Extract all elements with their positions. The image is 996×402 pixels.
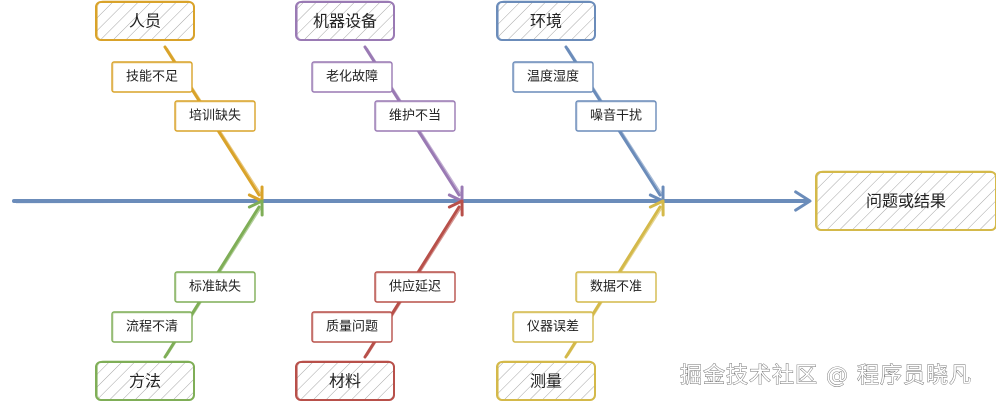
category-label: 机器设备 <box>313 12 377 31</box>
cause-2: 维护不当 <box>374 100 456 132</box>
cause-box-sketch <box>112 312 193 343</box>
effect-label: 问题或结果 <box>866 192 946 211</box>
cause-label: 温度湿度 <box>527 69 579 85</box>
spine-arrowhead <box>794 190 812 212</box>
category-box-fill <box>497 2 595 40</box>
category-box-fill <box>497 362 595 400</box>
category-box <box>95 0 195 41</box>
category-box-sketch <box>97 0 194 41</box>
category-box-fill <box>296 362 394 400</box>
cause-2: 培训缺失 <box>174 100 256 132</box>
main-spine <box>12 190 812 212</box>
cause-box-sketch <box>375 272 456 303</box>
category-box-sketch <box>498 360 595 401</box>
category-arrowhead <box>648 199 665 217</box>
cause-box-sketch <box>513 312 594 343</box>
cause-box-sketch <box>513 62 594 93</box>
effect-box-frame-fill <box>816 172 996 230</box>
cause-box-sketch <box>312 62 393 93</box>
cause-2: 质量问题 <box>311 311 393 343</box>
category-box-sketch <box>297 0 394 41</box>
category-box-sketch <box>297 360 394 401</box>
cause-box-sketch <box>175 272 256 303</box>
cause-label: 老化故障 <box>326 70 378 85</box>
cause-label: 供应延迟 <box>389 279 441 295</box>
category-box <box>496 360 596 401</box>
cause-2: 流程不清 <box>111 311 193 343</box>
cause-label: 维护不当 <box>389 109 441 124</box>
watermark-text: 掘金技术社区 @ 程序员晓凡 <box>680 364 972 389</box>
cause-box-sketch <box>375 101 456 132</box>
cause-box-sketch <box>175 101 256 132</box>
cause-1: 老化故障 <box>311 61 393 93</box>
cause-box-sketch <box>112 62 193 93</box>
category-label: 人员 <box>129 12 161 31</box>
category-box-fill <box>296 2 394 40</box>
category-box <box>295 360 395 401</box>
cause-label: 标准缺失 <box>189 280 241 295</box>
category-label: 测量 <box>530 372 562 391</box>
category-box <box>496 0 596 41</box>
cause-label: 流程不清 <box>126 320 178 335</box>
category-arrowhead <box>447 199 464 217</box>
category-box <box>95 360 195 401</box>
category-box-fill <box>96 2 194 40</box>
spine-sketch-line <box>15 199 807 204</box>
cause-1: 供应延迟 <box>374 271 456 303</box>
cause-label: 培训缺失 <box>189 108 241 124</box>
watermark: 掘金技术社区 @ 程序员晓凡 <box>680 363 972 389</box>
category-box <box>295 0 395 41</box>
cause-box-sketch <box>576 272 657 303</box>
cause-2: 噪音干扰 <box>575 100 657 132</box>
category-box-fill <box>96 362 194 400</box>
cause-1: 技能不足 <box>111 61 193 93</box>
category-arrowhead <box>247 199 264 217</box>
cause-label: 仪器误差 <box>527 320 579 335</box>
category-box-sketch <box>498 0 595 41</box>
category-label: 方法 <box>129 372 161 391</box>
cause-box-sketch <box>576 101 657 132</box>
cause-label: 技能不足 <box>126 70 178 85</box>
cause-1: 数据不准 <box>575 271 657 303</box>
cause-1: 温度湿度 <box>512 61 594 93</box>
category-label: 环境 <box>530 12 562 31</box>
cause-label: 质量问题 <box>326 320 378 335</box>
category-box-sketch <box>97 360 194 401</box>
cause-box-sketch <box>312 312 393 343</box>
cause-label: 数据不准 <box>590 280 642 295</box>
cause-2: 仪器误差 <box>512 311 594 343</box>
effect-box: 问题或结果 <box>815 170 996 231</box>
category-label: 材料 <box>329 372 361 391</box>
cause-label: 噪音干扰 <box>590 108 642 124</box>
cause-1: 标准缺失 <box>174 271 256 303</box>
